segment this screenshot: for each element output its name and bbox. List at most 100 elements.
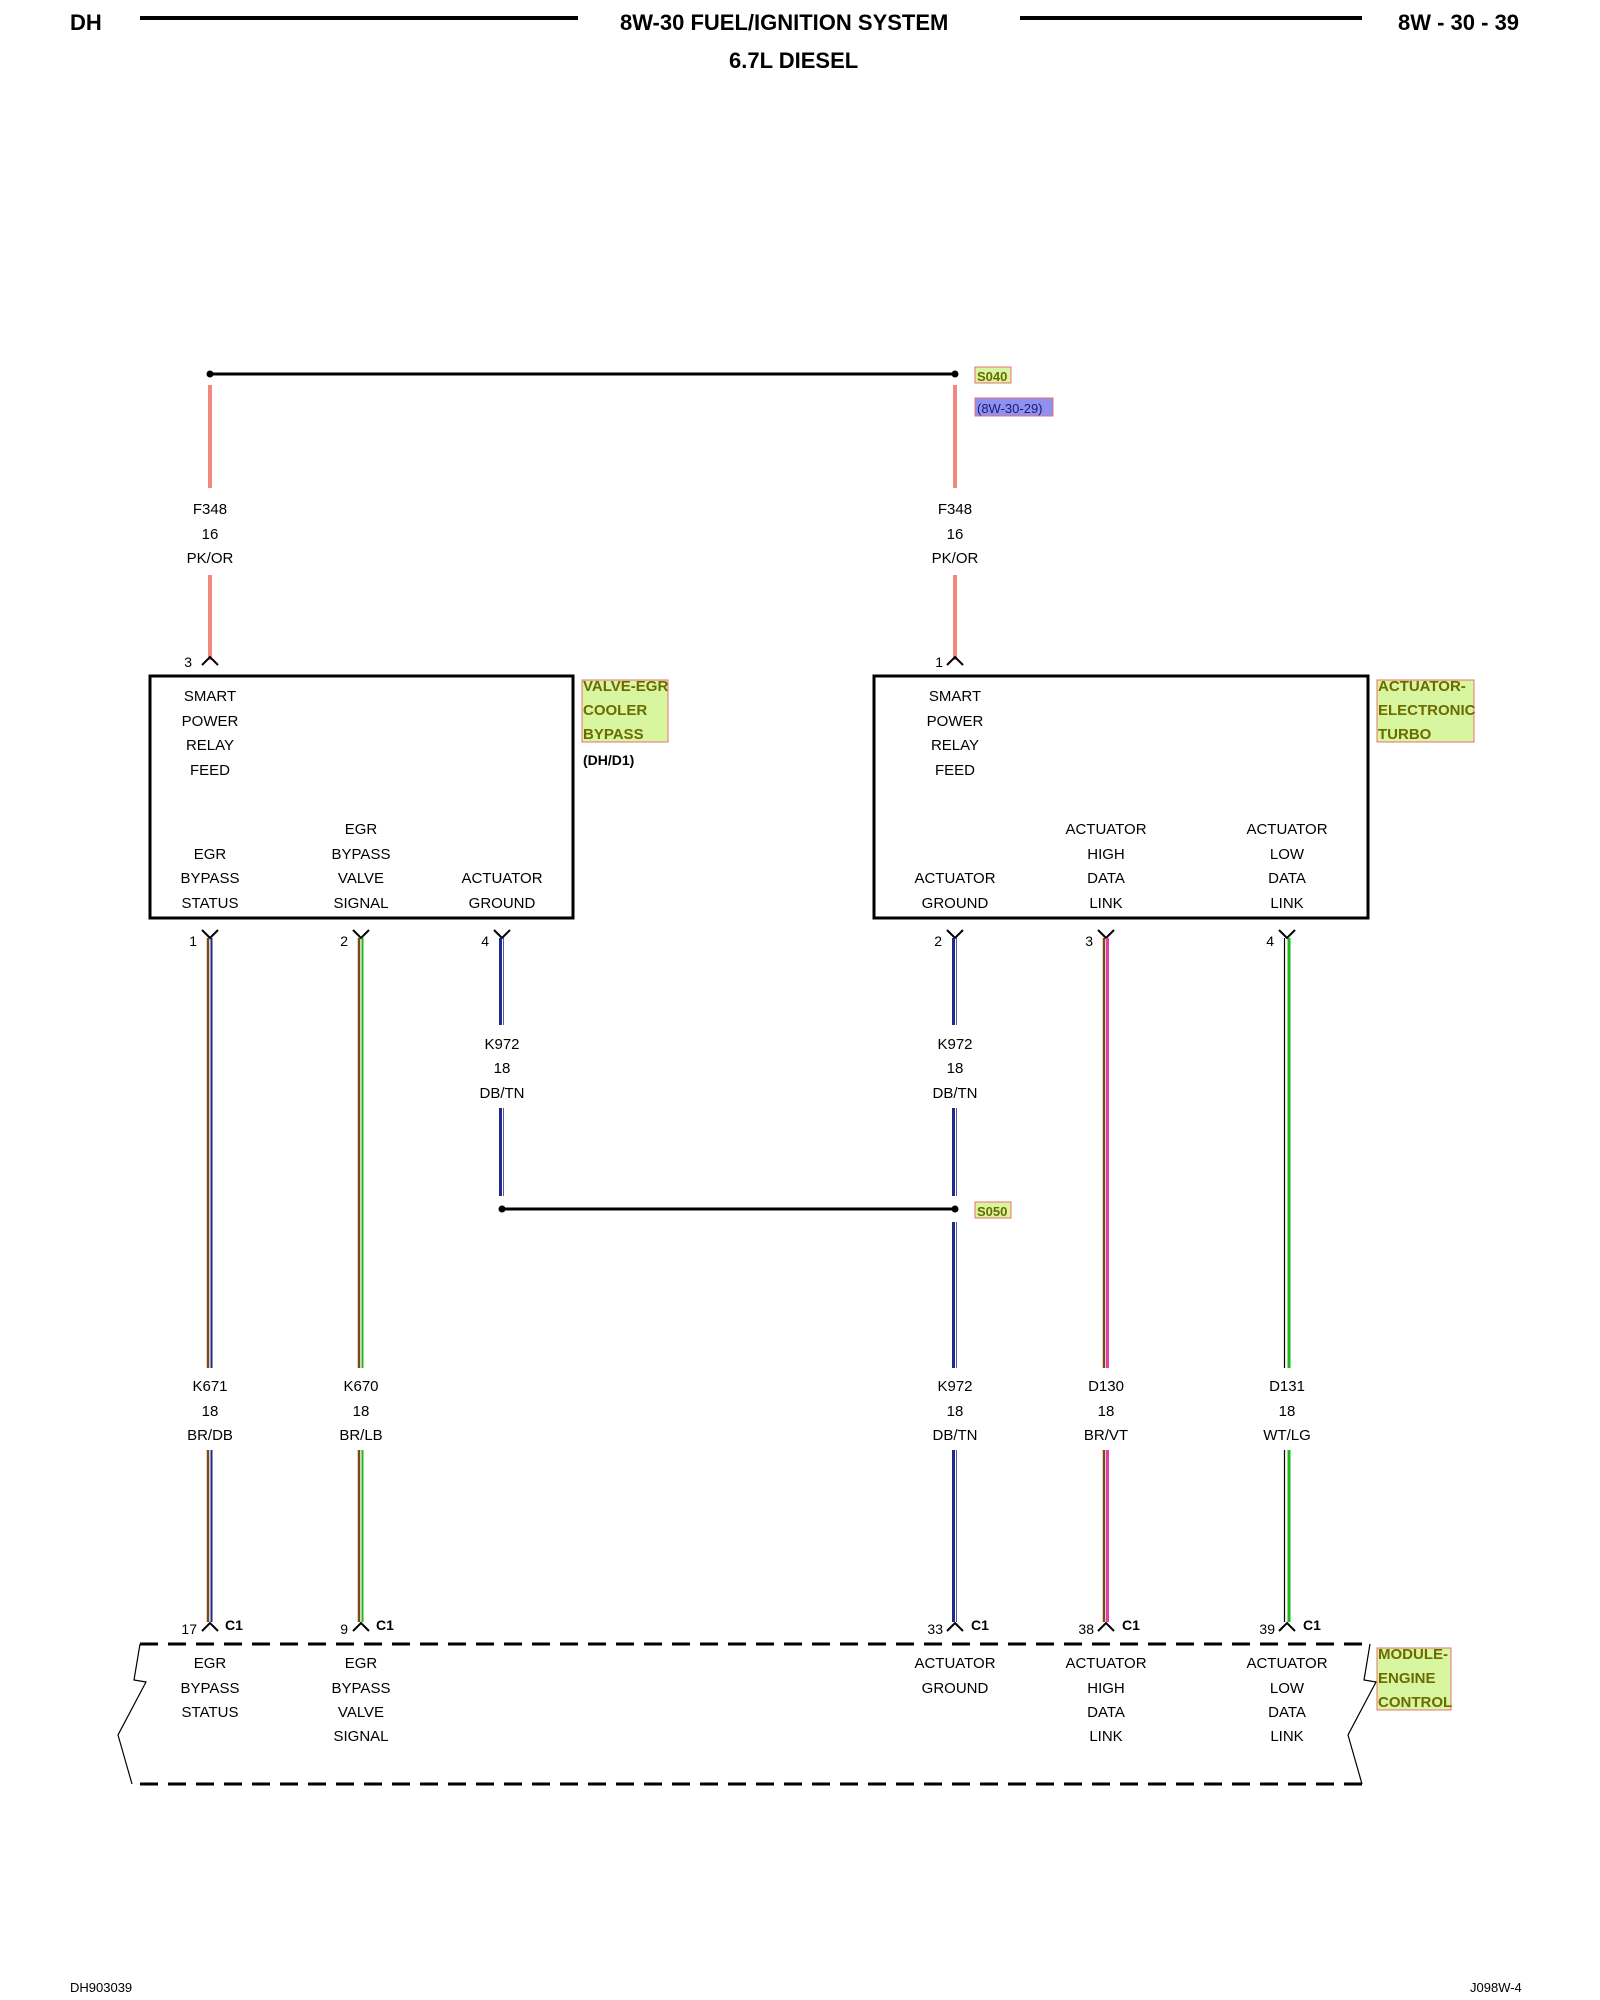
pin-turbo-feed-number: 1 [935, 654, 943, 670]
wire-f348-left-gauge: 16 [202, 526, 219, 543]
splice-s040-ref-box[interactable] [974, 397, 1054, 417]
turbo-feed-line1: SMART [929, 688, 981, 705]
valve-feed-line4: FEED [190, 762, 230, 779]
wire-k671 [206, 938, 213, 1622]
pin-ecm-33-symbol [946, 1621, 964, 1632]
valve-pin2-line2: BYPASS [332, 846, 391, 863]
ecm-break-right [1347, 1643, 1377, 1785]
turbo-name-label-box [1376, 679, 1475, 743]
splice-s040-right-dot [951, 370, 959, 378]
splice-s040-ref-link[interactable]: (8W-30-29) [977, 401, 1043, 416]
valve-name-line1: VALVE-EGR [583, 678, 668, 695]
pin-turbo-3-number: 3 [1085, 933, 1093, 949]
valve-pin4-line2: GROUND [469, 895, 536, 912]
wire-k972-ecm-circuit: K972 [937, 1378, 972, 1395]
ecm-pin-symbols [201, 1621, 1296, 1632]
wire-d130-gauge: 18 [1098, 1403, 1115, 1420]
component-valve-egr-cooler-bypass [148, 674, 575, 920]
wire-k972-valve-circuit: K972 [484, 1036, 519, 1053]
wire-k972-ecm-gauge: 18 [947, 1403, 964, 1420]
ecm-c9-line3: VALVE [338, 1704, 384, 1721]
splice-s050-label: S050 [977, 1204, 1007, 1219]
ecm-c9-line4: SIGNAL [333, 1728, 388, 1745]
ecm-c39-line1: ACTUATOR [1246, 1655, 1327, 1672]
pin-valve-feed-symbol [201, 655, 219, 666]
valve-pin1-line3: STATUS [182, 895, 239, 912]
footer-figure-id: J098W-4 [1470, 1980, 1522, 1995]
wire-f348-right-color: PK/OR [932, 550, 979, 567]
pin-valve-2-symbol [352, 929, 370, 940]
wire-k972-ecm-color: DB/TN [933, 1427, 978, 1444]
wire-k972-ecm [952, 1222, 957, 1622]
pin-ecm-9-connector: C1 [376, 1617, 394, 1633]
pin-turbo-3-symbol [1097, 929, 1115, 940]
ecm-c38-line2: HIGH [1087, 1680, 1125, 1697]
valve-pin1-line1: EGR [194, 846, 227, 863]
pin-valve-feed-number: 3 [184, 654, 192, 670]
turbo-pin2-line1: ACTUATOR [914, 870, 995, 887]
pin-turbo-feed-symbol [946, 655, 964, 666]
ecm-break-left [117, 1643, 147, 1785]
wire-f348-left-circuit: F348 [193, 501, 227, 518]
splice-s040-label: S040 [977, 369, 1007, 384]
ecm-c17-line3: STATUS [182, 1704, 239, 1721]
splice-s050-label-box [974, 1201, 1012, 1219]
wire-k671-gauge: 18 [202, 1403, 219, 1420]
pin-ecm-33-number: 33 [927, 1621, 943, 1637]
pin-ecm-9-symbol [352, 1621, 370, 1632]
turbo-pin2-line2: GROUND [922, 895, 989, 912]
ecm-c38-line3: DATA [1087, 1704, 1125, 1721]
turbo-feed-line2: POWER [927, 713, 984, 730]
valve-pin2-line3: VALVE [338, 870, 384, 887]
turbo-pin3-line4: LINK [1089, 895, 1122, 912]
ecm-c33-line2: GROUND [922, 1680, 989, 1697]
wire-k670 [357, 938, 364, 1622]
turbo-pin4-line4: LINK [1270, 895, 1303, 912]
ecm-c38-line4: LINK [1089, 1728, 1122, 1745]
wire-k671-color: BR/DB [187, 1427, 233, 1444]
header-rule-right [1020, 16, 1362, 20]
page-title: 8W-30 FUEL/IGNITION SYSTEM [620, 10, 949, 35]
ecm-c38-line1: ACTUATOR [1065, 1655, 1146, 1672]
ecm-c39-line4: LINK [1270, 1728, 1303, 1745]
wire-d131-gauge: 18 [1279, 1403, 1296, 1420]
wire-f348-left-color: PK/OR [187, 550, 234, 567]
ecm-c17-line2: BYPASS [181, 1680, 240, 1697]
pin-ecm-38-connector: C1 [1122, 1617, 1140, 1633]
wire-f348-right-gauge: 16 [947, 526, 964, 543]
pin-ecm-39-symbol [1278, 1621, 1296, 1632]
turbo-name-line3: TURBO [1378, 726, 1432, 743]
valve-feed-line3: RELAY [186, 737, 234, 754]
wire-k972-turbo [952, 938, 957, 1196]
valve-pin4-line1: ACTUATOR [461, 870, 542, 887]
turbo-pin4-line3: DATA [1268, 870, 1306, 887]
valve-feed-line1: SMART [184, 688, 236, 705]
wire-k972-valve-color: DB/TN [480, 1085, 525, 1102]
valve-name-line3: BYPASS [583, 726, 644, 743]
pin-valve-4-symbol [493, 929, 511, 940]
ecm-c33-line1: ACTUATOR [914, 1655, 995, 1672]
pin-turbo-2-number: 2 [934, 933, 942, 949]
ecm-c9-line2: BYPASS [332, 1680, 391, 1697]
pin-ecm-39-number: 39 [1259, 1621, 1275, 1637]
pin-ecm-38-symbol [1097, 1621, 1115, 1632]
wire-d131 [1283, 938, 1291, 1622]
header-rule-left [140, 16, 578, 20]
wire-f348-right-circuit: F348 [938, 501, 972, 518]
valve-name-label-box [581, 679, 669, 743]
pin-turbo-2-symbol [946, 929, 964, 940]
wire-k972-turbo-gauge: 18 [947, 1060, 964, 1077]
pin-turbo-4-number: 4 [1266, 933, 1274, 949]
ecm-name-label-box [1376, 1647, 1452, 1711]
wire-k671-circuit: K671 [192, 1378, 227, 1395]
wire-d130 [1102, 938, 1109, 1622]
turbo-pin4-line1: ACTUATOR [1246, 821, 1327, 838]
wire-k972-valve [499, 938, 504, 1196]
wire-d130-circuit: D130 [1088, 1378, 1124, 1395]
pin-turbo-4-symbol [1278, 929, 1296, 940]
turbo-pin3-line2: HIGH [1087, 846, 1125, 863]
component-module-engine-control [140, 1642, 1370, 1786]
ecm-name-line2: ENGINE [1378, 1670, 1436, 1687]
wire-d130-color: BR/VT [1084, 1427, 1128, 1444]
